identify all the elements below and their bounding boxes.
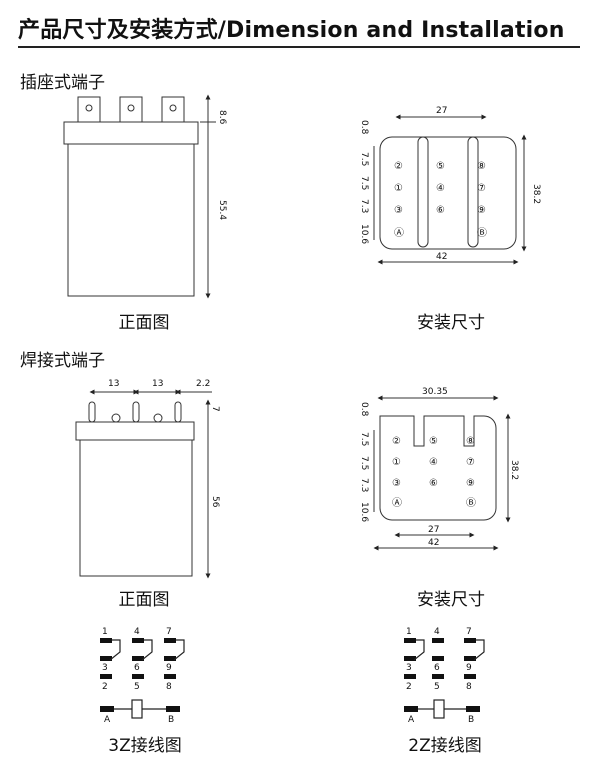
solder-width-top: 30.35	[422, 387, 448, 397]
caption-wiring-2z: 2Z接线图	[408, 736, 482, 756]
plugin-front-cap	[63, 121, 199, 145]
solder-pin-height: 7	[210, 406, 220, 412]
w2-nc-1: 1	[406, 627, 412, 637]
caption-wiring-3z: 3Z接线图	[108, 736, 182, 756]
solder-front-cap	[75, 421, 195, 441]
solder-front-view	[75, 389, 212, 579]
caption-plugin-mount: 安装尺寸	[417, 313, 485, 333]
solder-pin-1: ①	[392, 457, 401, 468]
w2-com-6: 6	[434, 663, 440, 673]
plugin-pin-8: ⑧	[477, 161, 486, 172]
solder-pin-6: ⑥	[429, 478, 438, 489]
plugin-row-2: 7.5	[359, 176, 369, 190]
plugin-row-4: 10.6	[359, 224, 369, 244]
solder-pitch-a: 13	[108, 379, 119, 389]
solder-pin-8: ⑧	[466, 436, 475, 447]
section-plugin-terminal: 插座式端子	[20, 73, 105, 93]
solder-row-3: 7.3	[359, 478, 369, 492]
plugin-pin-5: ⑤	[436, 161, 445, 172]
solder-pin-7: ⑦	[466, 457, 475, 468]
solder-coil-a: Ⓐ	[392, 497, 402, 509]
solder-mount-height: 38.2	[509, 460, 519, 480]
solder-row-4: 10.6	[359, 502, 369, 522]
w3-nc-4: 4	[134, 627, 140, 637]
w2-no-8: 8	[466, 682, 472, 692]
w3-nc-7: 7	[166, 627, 172, 637]
plugin-front-body	[67, 143, 195, 297]
solder-body-height: 56	[210, 496, 220, 508]
w2-coil-b: B	[468, 715, 474, 725]
plugin-row-3: 7.3	[359, 199, 369, 213]
solder-pin-5: ⑤	[429, 436, 438, 447]
solder-row-1: 7.5	[359, 432, 369, 446]
plugin-mount-outline	[379, 136, 517, 250]
w3-no-8: 8	[166, 682, 172, 692]
plugin-width-pins: 27	[436, 106, 447, 116]
title-underline	[18, 46, 580, 48]
solder-front-body	[79, 439, 193, 577]
w3-no-5: 5	[134, 682, 140, 692]
plugin-pin-height-label: 8.6	[217, 110, 227, 125]
solder-pin-9: ⑨	[466, 478, 475, 489]
w2-com-9: 9	[466, 663, 472, 673]
plugin-width-outer: 42	[436, 252, 447, 262]
w2-com-3: 3	[406, 663, 412, 673]
solder-mount-outline	[379, 415, 497, 521]
solder-mount-view	[373, 395, 511, 551]
plugin-mount-view	[373, 114, 527, 265]
w3-nc-1: 1	[102, 627, 108, 637]
w3-com-6: 6	[134, 663, 140, 673]
w3-no-2: 2	[102, 682, 108, 692]
w2-nc-7: 7	[466, 627, 472, 637]
solder-coil-b: Ⓑ	[466, 497, 476, 509]
plugin-coil-a: Ⓐ	[394, 227, 404, 239]
plugin-front-view	[63, 94, 216, 299]
w3-com-3: 3	[102, 663, 108, 673]
solder-offset: 2.2	[196, 379, 210, 389]
plugin-pin-7: ⑦	[477, 183, 486, 194]
plugin-pin-middle	[119, 96, 143, 124]
plugin-pin-4: ④	[436, 183, 445, 194]
w2-coil-a: A	[408, 715, 415, 725]
plugin-pin-1: ①	[394, 183, 403, 194]
plugin-pin-3: ③	[394, 205, 403, 216]
plugin-row-1: 7.5	[359, 152, 369, 166]
solder-width-inner: 27	[428, 525, 439, 535]
wiring-2z	[404, 638, 485, 719]
plugin-coil-b: Ⓑ	[477, 227, 487, 239]
plugin-pin-left	[77, 96, 101, 124]
plugin-pin-9: ⑨	[477, 205, 486, 216]
plugin-row-0: 0.8	[359, 120, 369, 135]
plugin-pin-6: ⑥	[436, 205, 445, 216]
solder-pitch-b: 13	[152, 379, 163, 389]
caption-plugin-front: 正面图	[118, 313, 170, 333]
solder-row-0: 0.8	[359, 402, 369, 417]
section-solder-terminal: 焊接式端子	[20, 351, 105, 371]
w3-coil-a: A	[104, 715, 111, 725]
caption-solder-mount: 安装尺寸	[417, 590, 485, 610]
wiring-3z	[100, 638, 185, 719]
plugin-pin-right	[161, 96, 185, 124]
w2-no-2: 2	[406, 682, 412, 692]
solder-row-2: 7.5	[359, 456, 369, 470]
w2-no-5: 5	[434, 682, 440, 692]
plugin-pin-2: ②	[394, 161, 403, 172]
w3-com-9: 9	[166, 663, 172, 673]
plugin-mount-height: 38.2	[531, 184, 541, 204]
solder-pin-4: ④	[429, 457, 438, 468]
page-title: 产品尺寸及安装方式/Dimension and Installation	[18, 18, 565, 43]
solder-pin-3: ③	[392, 478, 401, 489]
w2-nc-4: 4	[434, 627, 440, 637]
solder-pin-2: ②	[392, 436, 401, 447]
solder-width-outer: 42	[428, 538, 439, 548]
w3-coil-b: B	[168, 715, 174, 725]
plugin-body-height-label: 55.4	[217, 200, 227, 220]
caption-solder-front: 正面图	[118, 590, 170, 610]
